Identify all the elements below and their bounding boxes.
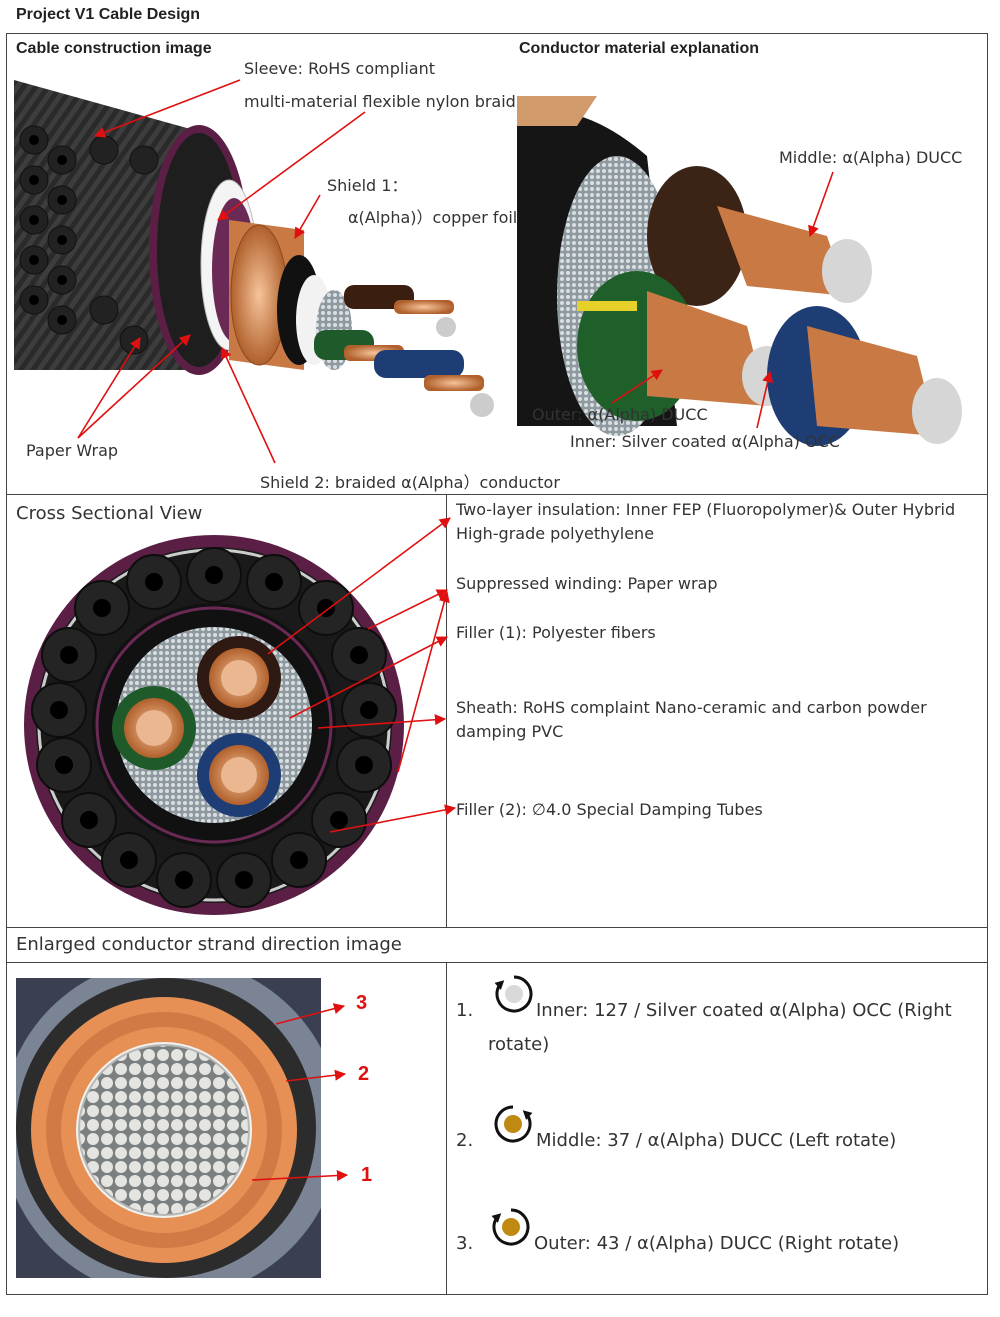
strand-item-3-text: Outer: 43 / α(Alpha) DUCC (Right rotate) (534, 1233, 900, 1254)
insulation-arrow (267, 517, 451, 655)
sleeve-label-line2: multi-material flexible nylon braid (244, 92, 516, 111)
marker-3: 3 (356, 992, 368, 1014)
strand-item-2-text: Middle: 37 / α(Alpha) DUCC (Left rotate) (536, 1130, 897, 1151)
shield2-label: Shield 2: braided α(Alpha）conductor (260, 473, 560, 492)
conductor-material-header: Conductor material explanation (519, 40, 760, 57)
strand-item-2-number: 2. (456, 1130, 474, 1151)
row-divider (6, 494, 988, 495)
sleeve-label-line1: Sleeve: RoHS compliant (244, 59, 435, 78)
filler2-label: Filler (2): ∅4.0 Special Damping Tubes (456, 800, 763, 819)
filler2-arrow (329, 804, 457, 833)
shield1-label-line1: Shield 1： (327, 176, 408, 195)
cross-section-header: Cross Sectional View (16, 503, 203, 524)
winding-arrow-b (397, 590, 450, 773)
cross-section-image (24, 535, 404, 915)
conductor-material-image (517, 96, 962, 446)
paper-wrap-arrow-b (77, 334, 191, 439)
marker-1: 1 (361, 1164, 373, 1186)
outer-strand-dot (502, 1218, 520, 1236)
rotate-left-icon (494, 1105, 533, 1143)
strand-item-1-text: Inner: 127 / Silver coated α(Alpha) OCC … (536, 1000, 952, 1021)
winding-label: Suppressed winding: Paper wrap (456, 574, 718, 593)
winding-arrow-a (367, 589, 449, 630)
strand-item-1-text-cont: rotate) (488, 1034, 550, 1055)
strand-markers (251, 1003, 349, 1182)
strand-item-1-number: 1. (456, 1000, 474, 1021)
middle-conductor-label: Middle: α(Alpha) DUCC (779, 148, 963, 167)
section1-arrows (77, 79, 834, 464)
strand-enlarged-image (16, 978, 321, 1278)
sleeve-arrow (93, 79, 241, 138)
marker-2: 2 (358, 1063, 370, 1085)
paper-wrap-arrow-a (77, 337, 141, 439)
outer-arrow (611, 369, 663, 404)
inner-strand-dot (505, 985, 523, 1003)
filler1-label: Filler (1): Polyester fibers (456, 623, 656, 642)
column-divider (446, 962, 447, 1295)
inner-arrow (756, 370, 774, 429)
insulation-label: Two-layer insulation: Inner FEP (Fluorop… (456, 500, 956, 543)
section2-arrows (267, 517, 457, 833)
sheath-label: Sheath: RoHS complaint Nano-ceramic and … (456, 698, 927, 741)
shield1-label-line2: α(Alpha)）copper foil (348, 208, 518, 227)
marker-2-arrow (285, 1069, 347, 1082)
rotate-right-icon (491, 1208, 530, 1246)
outer-conductor-label: Outer: α(Alpha) DUCC (532, 405, 708, 424)
rotate-right-icon (494, 975, 533, 1013)
cable-construction-image (14, 80, 494, 417)
page-title: Project V1 Cable Design (16, 6, 201, 23)
shield1-arrow (294, 194, 321, 239)
inner-conductor-label: Inner: Silver coated α(Alpha) OCC (570, 432, 840, 451)
sheath-arrow (317, 714, 447, 729)
paper-wrap-inner-arrow (217, 111, 366, 221)
marker-3-arrow (275, 1003, 346, 1025)
marker-1-arrow (251, 1169, 349, 1182)
column-divider (446, 494, 447, 927)
row-divider (6, 962, 988, 963)
strand-item-3-number: 3. (456, 1233, 474, 1254)
table-frame (6, 33, 988, 1295)
filler1-arrow (289, 636, 448, 719)
row-divider (6, 927, 988, 928)
paper-wrap-label: Paper Wrap (26, 441, 119, 460)
cable-construction-header: Cable construction image (16, 40, 212, 57)
shield2-arrow (221, 346, 276, 464)
strand-direction-header: Enlarged conductor strand direction imag… (16, 934, 402, 955)
middle-strand-dot (504, 1115, 522, 1133)
middle-arrow (808, 171, 834, 238)
